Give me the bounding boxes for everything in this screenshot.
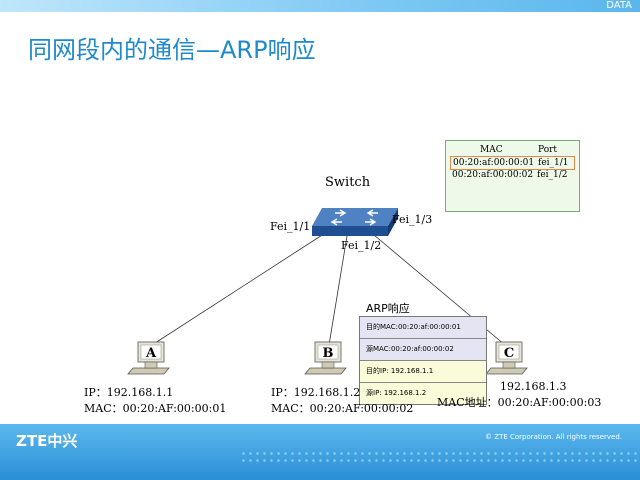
link-switch-b: [328, 235, 348, 346]
footer-bar: [0, 424, 640, 480]
copyright-text: © ZTE Corporation. All rights reserved.: [485, 433, 622, 441]
host-name-c: C: [504, 346, 514, 361]
packet-field-dest-mac: 目的MAC:00:20:af:00:00:01: [360, 317, 486, 339]
host-info-a: IP：192.168.1.1 MAC：00:20:AF:00:00:01: [84, 385, 226, 417]
arp-reply-packet: 目的MAC:00:20:af:00:00:01 源MAC:00:20:af:00…: [359, 316, 487, 405]
section-tag: DATA: [606, 0, 632, 11]
footer-pattern: [240, 450, 640, 464]
computer-icon-c: [485, 341, 528, 375]
slide-title: 同网段内的通信—ARP响应: [28, 36, 316, 64]
host-mac-a: MAC：00:20:AF:00:00:01: [84, 402, 227, 415]
computer-icon-b: [304, 341, 347, 375]
host-ip-a: IP：192.168.1.1: [84, 386, 174, 399]
port-label-fei-1-1: Fei_1/1: [270, 220, 311, 233]
mac-table-cell-port: fei_1/1: [538, 158, 569, 168]
mac-table-row: 00:20:af:00:00:01 fei_1/1: [450, 156, 575, 170]
host-mac-c: MAC地址：00:20:AF:00:00:03: [437, 396, 602, 409]
mac-table-cell-port: fei_1/2: [537, 170, 568, 180]
arp-reply-label: ARP响应: [366, 302, 410, 315]
mac-table-header-mac: MAC: [480, 145, 503, 155]
mac-table-header-port: Port: [538, 145, 558, 155]
host-ip-c: 192.168.1.3: [500, 380, 567, 393]
packet-field-src-mac: 源MAC:00:20:af:00:00:02: [360, 339, 486, 361]
host-mac-b: MAC：00:20:AF:00:00:02: [271, 402, 414, 415]
packet-field-dest-ip: 目的IP: 192.168.1.1: [360, 361, 486, 383]
mac-address-table: MAC Port 00:20:af:00:00:01 fei_1/1 00:20…: [445, 140, 580, 212]
switch-icon: [312, 208, 398, 236]
zte-logo: ZTE中兴: [16, 432, 78, 450]
packet-field-src-ip: 源IP: 192.168.1.2: [360, 383, 486, 404]
host-ip-b: IP：192.168.1.2: [271, 386, 361, 399]
host-name-b: B: [323, 346, 334, 361]
port-label-fei-1-3: Fei_1/3: [392, 213, 433, 226]
host-name-a: A: [145, 346, 157, 361]
switch-label: Switch: [325, 175, 371, 190]
mac-table-cell-mac: 00:20:af:00:00:02: [452, 170, 534, 180]
port-label-fei-1-2: Fei_1/2: [341, 239, 382, 252]
link-switch-a: [151, 227, 334, 346]
computer-icon-a: [127, 341, 170, 375]
mac-table-cell-mac: 00:20:af:00:00:01: [453, 158, 535, 168]
host-info-b: IP：192.168.1.2 MAC：00:20:AF:00:00:02: [271, 385, 413, 417]
mac-table-row: 00:20:af:00:00:02 fei_1/2: [450, 169, 573, 181]
top-banner: DATA: [0, 0, 640, 12]
